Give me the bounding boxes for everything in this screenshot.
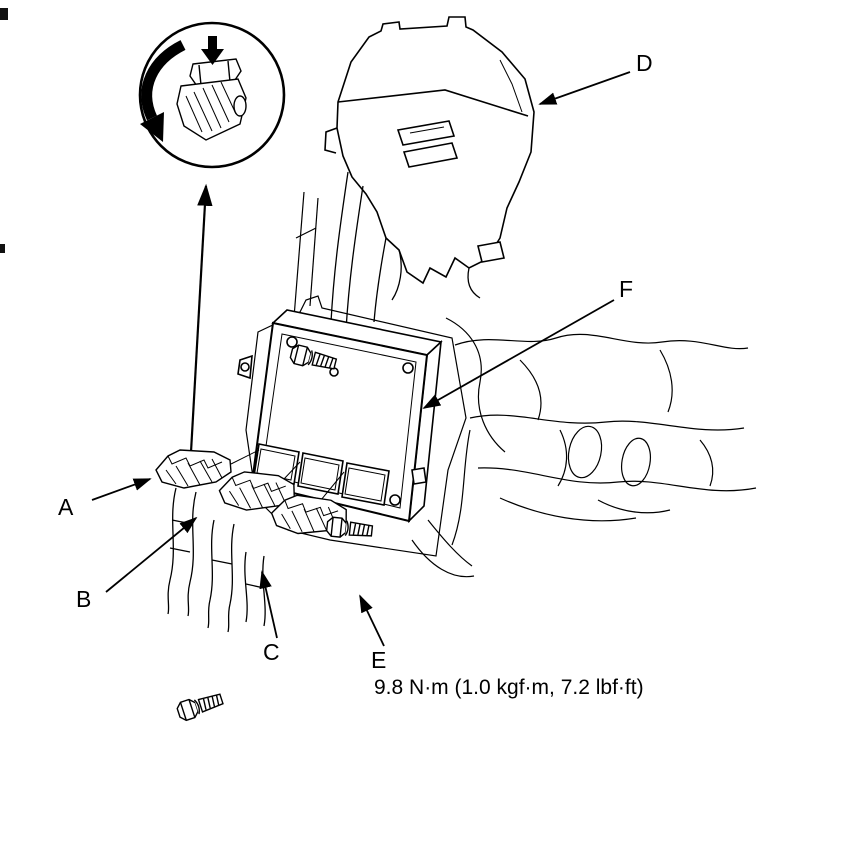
rotate-arrow-icon [140, 40, 186, 142]
bolt-lower-icon [174, 689, 226, 723]
callout-label-c: C [263, 639, 280, 665]
scan-artifact [0, 244, 5, 253]
ecm-module [230, 295, 467, 557]
callout-label-e: E [371, 647, 387, 673]
connector-a [155, 449, 232, 489]
leader-arrow-d [538, 71, 631, 105]
callout-label-d: D [636, 50, 653, 76]
torque-spec: 9.8 N·m (1.0 kgf·m, 7.2 lbf·ft) [374, 676, 644, 699]
leader-arrow-b [105, 516, 198, 593]
leader-arrow-f [422, 299, 615, 409]
harness-connectors [155, 449, 349, 633]
engine-background [292, 191, 757, 578]
leader-arrow-e [359, 594, 385, 647]
leader-arrow-a [91, 478, 152, 501]
connector-wires [167, 487, 266, 633]
callout-label-f: F [619, 276, 634, 302]
detail-leader-arrow [189, 183, 213, 453]
scan-artifact [0, 8, 8, 20]
bolt-middle-icon [325, 516, 374, 542]
callout-label-a: A [58, 494, 74, 520]
connector-detail-inset [138, 21, 286, 169]
leader-arrow-c [259, 570, 278, 639]
callout-label-b: B [76, 586, 92, 612]
harness-cover [324, 16, 535, 331]
press-down-arrow-icon [201, 36, 224, 65]
callout-leaders [91, 71, 631, 647]
